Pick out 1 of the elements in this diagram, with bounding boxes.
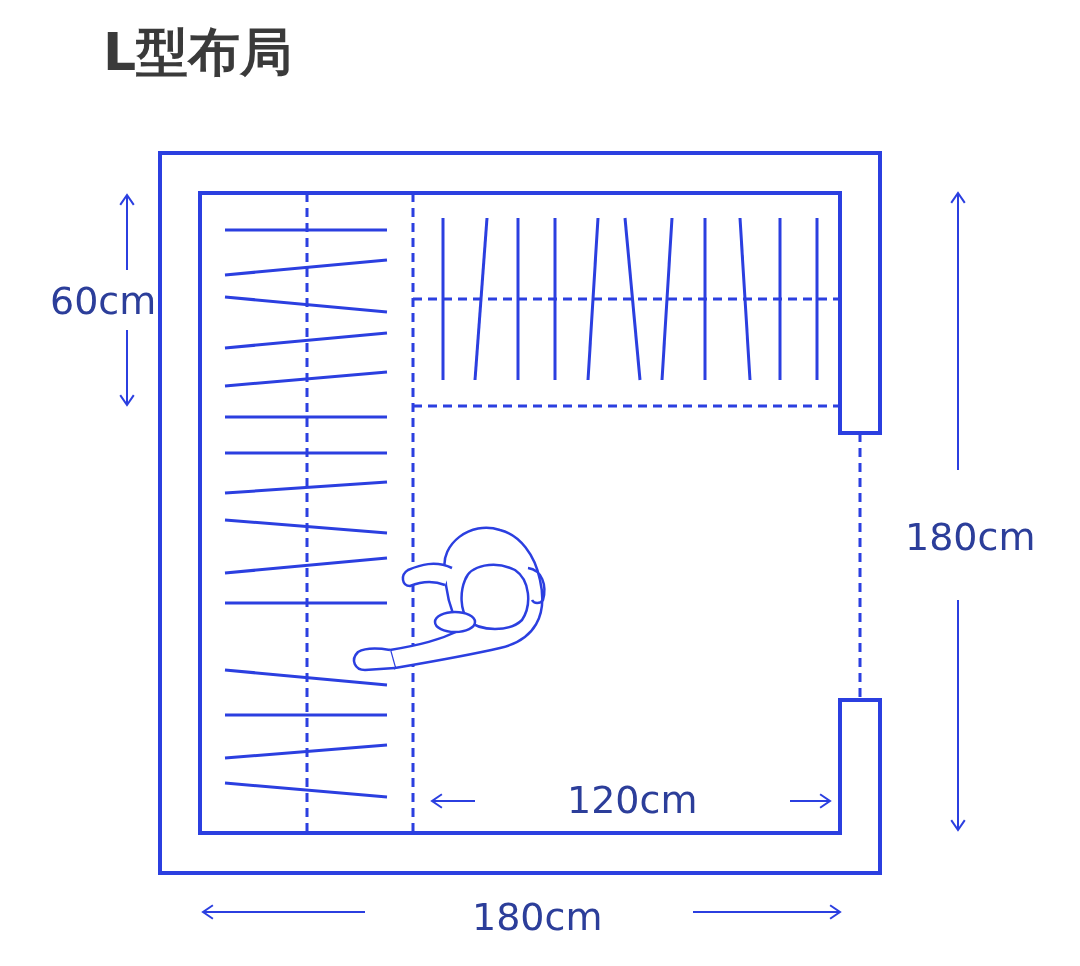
diagram-title: L型布局 — [103, 26, 293, 78]
